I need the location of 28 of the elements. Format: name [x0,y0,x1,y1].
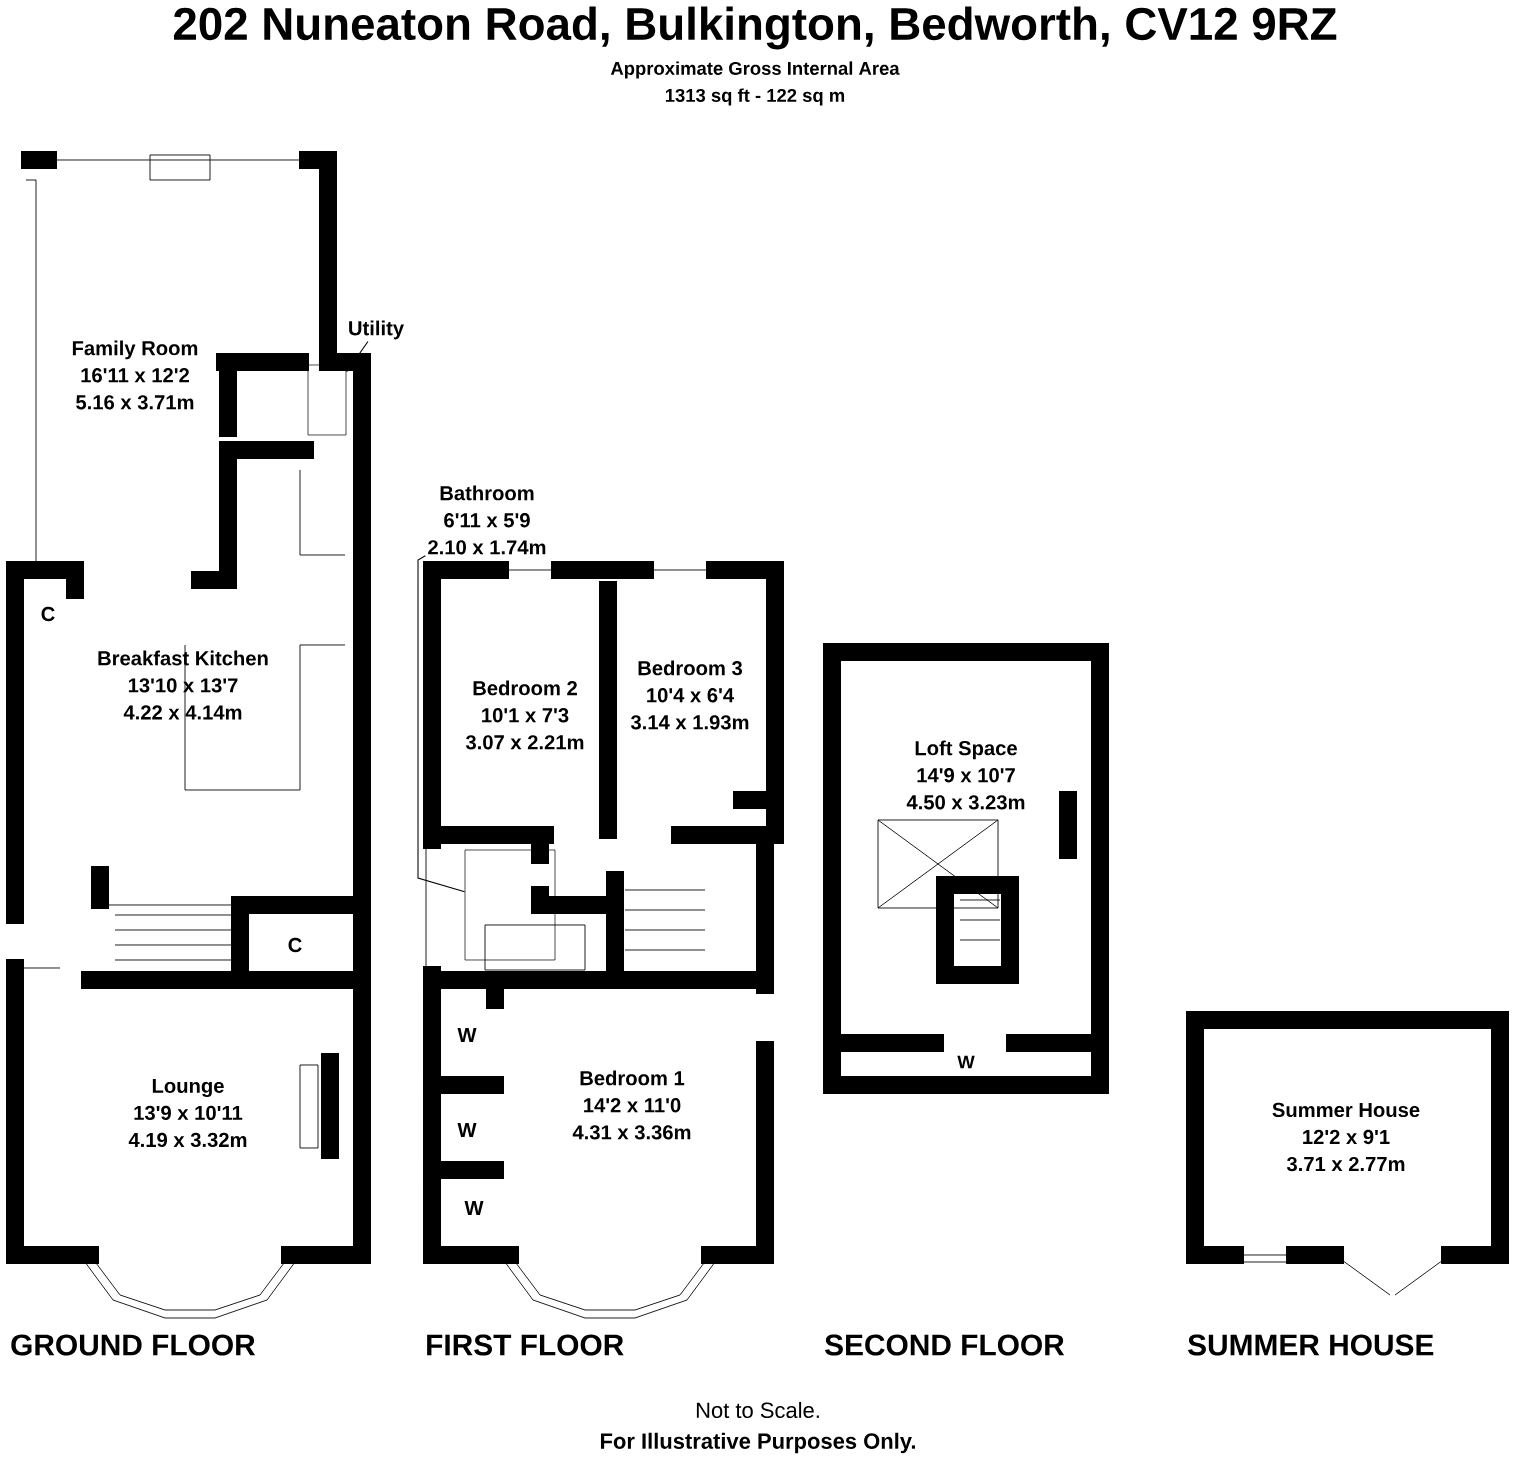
footer-note: Not to Scale. [696,1401,819,1419]
room-label: W [957,1055,975,1069]
area-note: 1313 sq ft - 122 sq m [665,88,845,106]
room-label: Loft Space 14'9 x 10'7 4.50 x 3.23m [906,740,1025,810]
room-label: Bedroom 1 14'2 x 11'0 4.31 x 3.36m [572,1070,691,1140]
room-label: W [457,1028,477,1042]
room-label: W [457,1123,477,1137]
room-label: Utility [349,320,404,340]
room-label: Summer House 12'2 x 9'1 3.71 x 2.77m [1272,1102,1420,1172]
area-note: Approximate Gross Internal Area [610,61,900,79]
room-label: C [288,937,302,953]
floor-label: SUMMER HOUSE [1187,1334,1434,1356]
room-label: Bedroom 2 10'1 x 7'3 3.07 x 2.21m [465,680,584,750]
floor-label: SECOND FLOOR [824,1334,1065,1356]
floor-label: FIRST FLOOR [427,1334,624,1356]
room-label: Bathroom 6'11 x 5'9 2.10 x 1.74m [428,485,546,555]
floor-label: GROUND FLOOR [11,1334,256,1356]
room-outline [307,364,347,436]
leader-line [417,555,466,893]
room-label: Lounge 13'9 x 10'11 4.19 x 3.32m [128,1078,247,1148]
title: 202 Nuneaton Road, Bulkington, Bedworth, CV12 9RZ [173,6,1337,50]
footer-note: For Illustrative Purposes Only. [601,1432,915,1454]
room-label: Family Room 16'11 x 12'2 5.16 x 3.71m [72,340,198,410]
room-outline [464,849,556,961]
room-label: W [464,1201,484,1215]
room-label: Bedroom 3 10'4 x 6'4 3.14 x 1.93m [630,660,749,730]
room-label: C [41,606,55,622]
room-label: Breakfast Kitchen 13'10 x 13'7 4.22 x 4.14m [98,650,268,720]
